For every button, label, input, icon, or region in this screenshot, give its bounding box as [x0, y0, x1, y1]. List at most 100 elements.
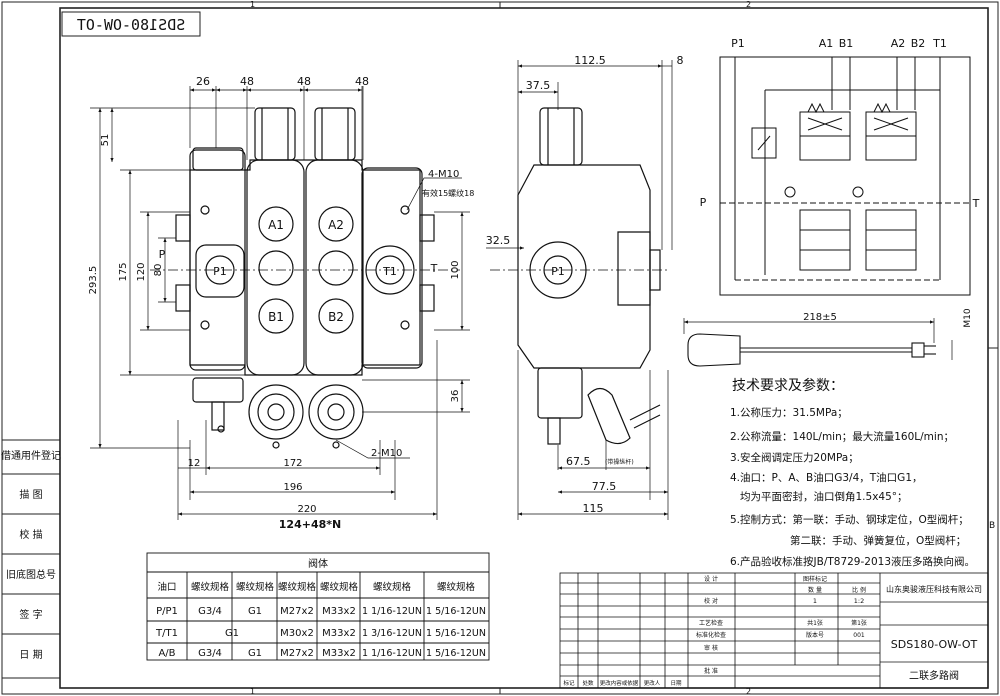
side-cap: [539, 107, 583, 166]
cell: T/T1: [155, 628, 178, 639]
dim-100: 100: [450, 260, 461, 279]
tech-line-8: 6.产品验收标准按JB/T8729-2013液压多路换向阀。: [730, 555, 975, 568]
label-p1: P1: [213, 265, 227, 278]
sch-label-p: P: [700, 196, 707, 209]
zone-top-right: 2: [746, 0, 751, 9]
label-a2: A2: [328, 218, 344, 232]
mirrored-code: SDS180-OW-OT: [77, 16, 185, 34]
tech-line-7: 第二联：手动、弹簧复位，O型阀杆；: [790, 534, 966, 547]
front-view: [175, 107, 435, 449]
dim-196: 196: [283, 482, 302, 493]
tech-line-5: 均为平面密封，油口倒角1.5x45°；: [740, 490, 908, 503]
side-dimensions: [486, 60, 673, 520]
dim-12: 12: [188, 458, 201, 469]
cell: M27x2: [280, 648, 314, 659]
work-section-1: [246, 159, 305, 376]
sch-label-t1: T1: [932, 37, 947, 50]
front-dimensions: [90, 86, 470, 520]
tech-line-1: 1.公称压力：31.5MPa；: [730, 406, 848, 419]
tb-company: 山东奥骏液压科技有限公司: [886, 584, 982, 594]
lower-plug: [192, 377, 244, 403]
tb-role-4: 审 核: [704, 644, 718, 652]
thread-row-2: A/B G3/4 G1 M27x2 M33x2 1 1/16-12UN 1 5/…: [158, 648, 486, 659]
cell: M30x2: [280, 628, 314, 639]
side-view: [517, 107, 661, 445]
cell: G3/4: [198, 648, 222, 659]
cell: M33x2: [322, 606, 356, 617]
cell: 1 5/16-12UN: [426, 606, 486, 617]
sidebar-label-2: 校 描: [19, 528, 42, 541]
tb-role-3: 标准化检查: [696, 631, 726, 639]
zone-top-left: 1: [250, 0, 255, 9]
dim-77-5: 77.5: [592, 480, 617, 493]
sidebar-label-5: 日 期: [19, 649, 42, 661]
inlet-section: [189, 149, 246, 371]
th-col-0: 油口: [157, 581, 176, 593]
tb-rev-3: 更改人: [644, 679, 661, 687]
dim-26: 26: [196, 75, 210, 88]
label-t: T: [430, 262, 438, 275]
cell: P/P1: [156, 606, 178, 617]
sch-label-b1: B1: [839, 37, 854, 50]
tech-line-6: 5.控制方式：第一联：手动、钢球定位，O型阀杆；: [730, 513, 969, 526]
tech-title: 技术要求及参数：: [732, 377, 844, 394]
cell: G1: [248, 648, 262, 659]
tb-header-1: 数 量: [808, 586, 822, 594]
lever-thread: M10: [963, 308, 973, 327]
tb-role-5: 批 准: [704, 667, 718, 675]
sch-label-b2: B2: [911, 37, 926, 50]
tech-line-4: 4.油口：P、A、B油口G3/4，T油口G1，: [730, 471, 923, 484]
cell: 1 1/16-12UN: [362, 606, 422, 617]
th-col-6: 螺纹规格: [437, 581, 476, 593]
tb-quantity: 1: [813, 597, 817, 605]
sch-label-a1: A1: [819, 37, 834, 50]
length-formula: 124+48*N: [279, 518, 341, 531]
tb-role-2: 工艺检查: [699, 619, 723, 627]
cell: M33x2: [322, 628, 356, 639]
port-b1: [258, 298, 294, 334]
tb-header-2: 比 例: [852, 586, 866, 594]
tb-drawing-no: SDS180-OW-OT: [891, 638, 978, 651]
sidebar-label-0: 借通用件登记: [1, 449, 61, 462]
dim-32-5: 32.5: [486, 234, 511, 247]
th-col-4: 螺纹规格: [320, 581, 359, 593]
tb-scale: 1:2: [854, 597, 864, 605]
thread-row-0: P/P1 G3/4 G1 M27x2 M33x2 1 1/16-12UN 1 5…: [156, 606, 486, 617]
dim-293-5: 293.5: [88, 266, 99, 295]
cell: A/B: [158, 648, 175, 659]
label-t1: T1: [382, 265, 397, 278]
cell: G1: [225, 628, 239, 639]
port-p1-boss: [195, 244, 245, 298]
th-col-5: 螺纹规格: [373, 581, 412, 593]
dim-48-b: 48: [297, 75, 311, 88]
side-lever-boot: [587, 387, 631, 445]
note-2-m10: 2-M10: [371, 448, 402, 459]
tb-drawing-name: 二联多路阀: [909, 669, 959, 682]
tb-version: 001: [853, 632, 865, 639]
port-a1: [258, 206, 294, 242]
tb-rev-1: 处数: [582, 679, 594, 687]
tb-rev-4: 日期: [670, 680, 682, 687]
sidebar-label-4: 签 字: [19, 608, 42, 621]
tb-sheet-no: 第1张: [851, 619, 867, 627]
sch-label-p1: P1: [731, 37, 745, 50]
cell: 1 3/16-12UN: [362, 628, 422, 639]
th-col-3: 螺纹规格: [278, 581, 317, 593]
title-block-grid: [559, 572, 989, 689]
port-a2: [318, 206, 354, 242]
dim-8: 8: [677, 54, 684, 67]
lever-housing-1: [248, 384, 304, 440]
tb-sheets-total: 共1张: [807, 619, 823, 627]
dim-112-5: 112.5: [574, 54, 606, 67]
label-a1: A1: [268, 218, 284, 232]
sch-label-t: T: [972, 197, 980, 210]
label-b1: B1: [268, 310, 284, 324]
side-lower-plug: [537, 367, 583, 419]
label-p: P: [159, 248, 166, 261]
cell: 1 5/16-12UN: [426, 628, 486, 639]
tech-line-2: 2.公称流量：140L/min；最大流量160L/min；: [730, 430, 954, 443]
tb-rev-2: 更改内容或依据: [600, 679, 639, 687]
tb-role-1: 校 对: [704, 597, 718, 605]
side-body: [517, 164, 651, 369]
